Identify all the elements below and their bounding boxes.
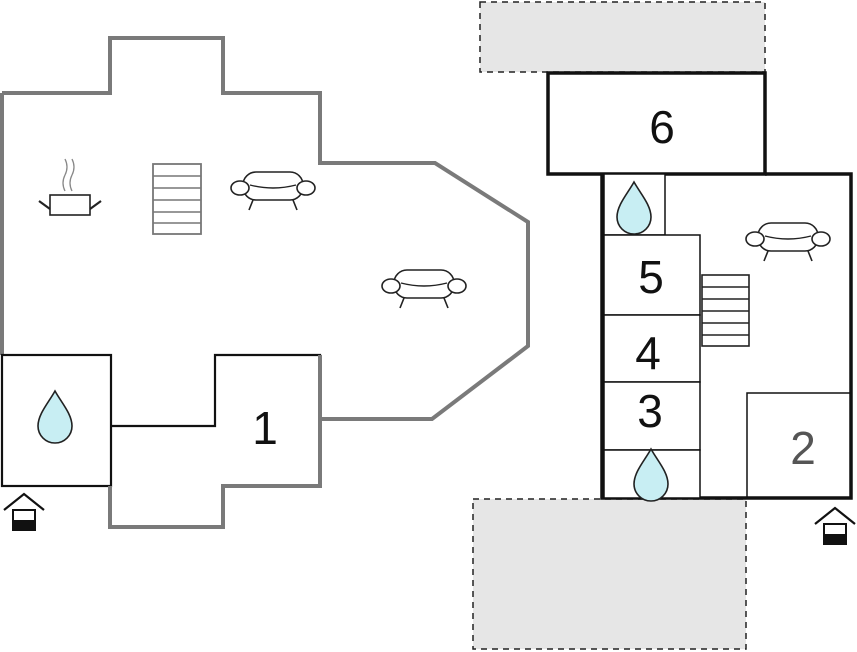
- kitchen-pot-icon: [38, 158, 102, 216]
- sofa-icon: [381, 269, 467, 309]
- sofa-icon: [230, 171, 316, 211]
- room-4-outline: [603, 314, 701, 383]
- sofa-icon: [745, 222, 831, 262]
- room-5-outline: [603, 234, 701, 316]
- room-3-outline: [603, 381, 701, 451]
- entrance-icon: [2, 492, 46, 532]
- staircase-icon: [152, 163, 202, 235]
- staircase-icon: [701, 274, 750, 347]
- terrace-top: [479, 1, 766, 73]
- room-label-2: 2: [790, 422, 816, 474]
- left-floor: 1: [0, 36, 530, 532]
- room-label-3: 3: [637, 385, 663, 437]
- room-label-5: 5: [638, 251, 664, 303]
- room-1-outer-wall: [108, 355, 322, 529]
- room-label-6: 6: [649, 101, 675, 153]
- room-1-outline: [108, 353, 322, 529]
- right-outer-wall: [600, 172, 853, 500]
- right-floor: 6 5 4 3 2: [546, 71, 857, 546]
- room-label-4: 4: [635, 327, 661, 379]
- terrace-bottom: [472, 498, 747, 650]
- room-label-1: 1: [252, 402, 278, 454]
- room-6-outline: [546, 71, 767, 176]
- left-outer-wall: [2, 36, 530, 421]
- entrance-icon: [813, 506, 857, 546]
- room-2-outline: [746, 392, 851, 498]
